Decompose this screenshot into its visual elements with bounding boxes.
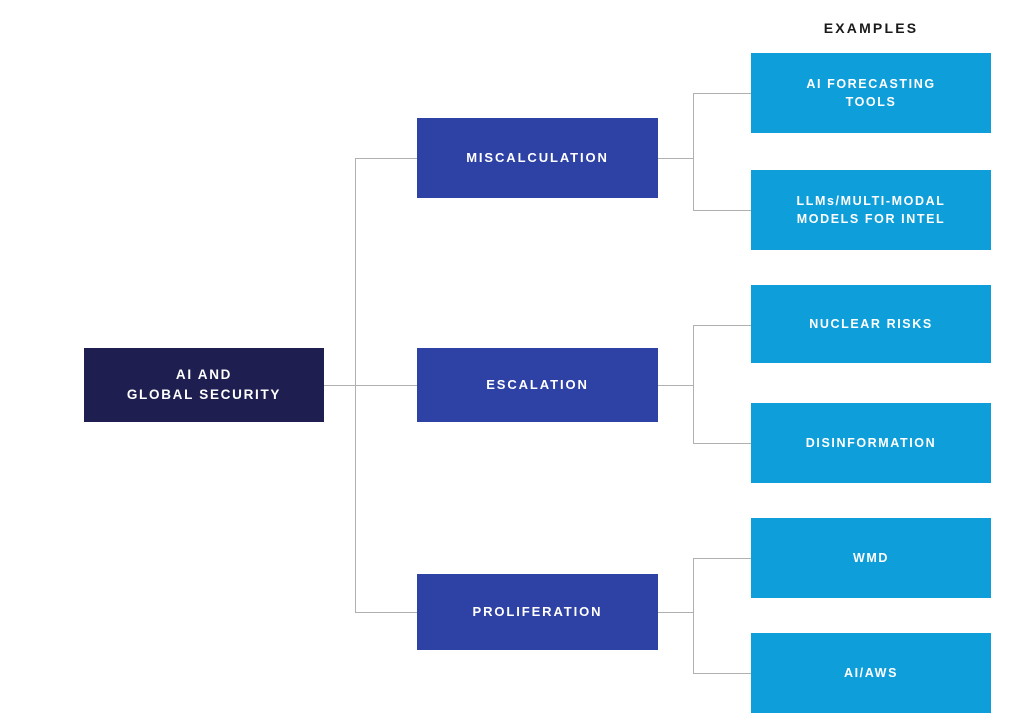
- connector-miscalculation-to-example-2: [693, 210, 751, 211]
- node-root-label: AI AND GLOBAL SECURITY: [126, 367, 282, 402]
- connector-trunk-to-miscalculation: [355, 158, 418, 159]
- node-root-ai-and-global-security[interactable]: AI AND GLOBAL SECURITY: [84, 348, 324, 422]
- examples-column-heading: EXAMPLES: [823, 20, 919, 36]
- connector-miscalculation-bracket: [693, 93, 694, 210]
- node-example-llms-multimodal-models-for-intel-label: LLMs/MULTI-MODAL MODELS FOR INTEL: [796, 193, 946, 226]
- node-category-escalation[interactable]: ESCALATION: [417, 348, 658, 422]
- connector-proliferation-to-example-1: [693, 558, 751, 559]
- connector-miscalculation-stub: [658, 158, 693, 159]
- connector-escalation-stub: [658, 385, 693, 386]
- connector-root-stub: [324, 385, 356, 386]
- node-example-disinformation[interactable]: DISINFORMATION: [751, 403, 991, 483]
- node-example-wmd-label: WMD: [852, 550, 890, 565]
- node-category-proliferation[interactable]: PROLIFERATION: [417, 574, 658, 650]
- node-category-escalation-label: ESCALATION: [486, 376, 589, 392]
- node-example-ai-aws[interactable]: AI/AWS: [751, 633, 991, 713]
- connector-escalation-bracket: [693, 325, 694, 443]
- connector-escalation-to-example-2: [693, 443, 751, 444]
- node-example-nuclear-risks[interactable]: NUCLEAR RISKS: [751, 285, 991, 363]
- node-example-nuclear-risks-label: NUCLEAR RISKS: [809, 316, 933, 331]
- connector-proliferation-to-example-2: [693, 673, 751, 674]
- connector-trunk-to-proliferation: [355, 612, 418, 613]
- connector-escalation-to-example-1: [693, 325, 751, 326]
- node-category-miscalculation-label: MISCALCULATION: [466, 149, 609, 165]
- node-example-llms-multimodal-models-for-intel[interactable]: LLMs/MULTI-MODAL MODELS FOR INTEL: [751, 170, 991, 250]
- node-example-wmd[interactable]: WMD: [751, 518, 991, 598]
- node-category-miscalculation[interactable]: MISCALCULATION: [417, 118, 658, 198]
- node-example-disinformation-label: DISINFORMATION: [805, 435, 937, 450]
- connector-trunk-to-escalation: [355, 385, 418, 386]
- connector-miscalculation-to-example-1: [693, 93, 751, 94]
- node-example-ai-forecasting-tools-label: AI FORECASTING TOOLS: [806, 76, 936, 109]
- node-example-ai-forecasting-tools[interactable]: AI FORECASTING TOOLS: [751, 53, 991, 133]
- connector-proliferation-stub: [658, 612, 693, 613]
- node-example-ai-aws-label: AI/AWS: [843, 665, 899, 680]
- connector-proliferation-bracket: [693, 558, 694, 673]
- node-category-proliferation-label: PROLIFERATION: [472, 603, 603, 619]
